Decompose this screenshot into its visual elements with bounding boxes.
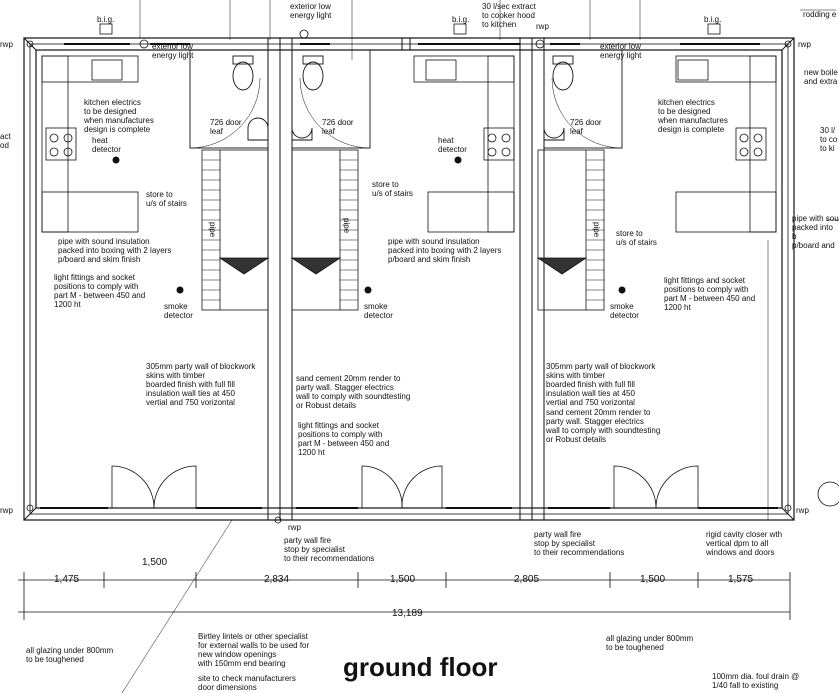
rwp-bottom-right: rwp	[796, 506, 809, 515]
pipe-note-3: pipe with sou packed into b p/board and	[792, 214, 839, 250]
store-label-2: store to u/s of stairs	[372, 180, 413, 198]
dimension-3: 2,834	[264, 574, 290, 585]
kitchen-units	[41, 55, 777, 233]
rodding-label: rodding e	[803, 10, 837, 19]
cavity-closer-note: rigid cavity closer wth vertical dpm to …	[706, 530, 783, 557]
stairs	[201, 149, 605, 311]
french-doors	[111, 465, 699, 509]
kitchen-electrics-2: kitchen electrics to be designed when ma…	[658, 98, 728, 134]
rwp-bottom-left: rwp	[0, 506, 13, 515]
pipe-vert-label-2: pipe	[342, 218, 351, 234]
wc-rooms	[189, 49, 623, 149]
fire-stop-note-2: party wall fire stop by specialist to th…	[534, 530, 625, 557]
pipe-note-2: pipe with sound insulation packed into b…	[388, 237, 502, 264]
smoke-detector-1: smoke detector	[164, 302, 193, 320]
exterior-lights	[26, 23, 839, 524]
ext-light-label-1: exterior low energy light	[290, 2, 332, 20]
smoke-detector-2: smoke detector	[364, 302, 393, 320]
big-label-2: b.i.g.	[452, 15, 470, 24]
foul-drain-note: 100mm dia. foul drain @ 1/40 fall to exi…	[712, 672, 800, 690]
drawing-title: ground floor	[343, 652, 498, 682]
door-726-label-3: 726 door leaf	[570, 118, 602, 136]
fire-stop-note-1: party wall fire stop by specialist to th…	[284, 536, 375, 563]
light-fittings-2: light fittings and socket positions to c…	[664, 276, 756, 312]
glazing-note-2: all glazing under 800mm to be toughened	[606, 634, 694, 652]
light-fittings-3: light fittings and socket positions to c…	[298, 421, 390, 457]
big-label-3: b.i.g.	[704, 15, 722, 24]
glazing-note-1: all glazing under 800mm to be toughened	[26, 646, 114, 664]
ext-light-label-3: exterior low energy light	[600, 42, 642, 60]
dimension-1: 1,475	[54, 574, 80, 585]
ext-light-label-2: exterior low energy light	[152, 42, 194, 60]
dimension-2: 1,500	[142, 557, 168, 568]
pipe-note-1: pipe with sound insulation packed into b…	[58, 237, 172, 264]
lintel-note: Birtley lintels or other specialist for …	[198, 632, 310, 668]
dimension-lines	[18, 572, 791, 620]
hob-rings	[49, 133, 763, 157]
pipe-vert-label-1: pipe	[208, 222, 217, 238]
leader-lines	[121, 0, 839, 693]
door-726-label-1: 726 door leaf	[210, 118, 242, 136]
dimension-5: 2,805	[514, 574, 540, 585]
big-label-1: b.i.g.	[97, 15, 115, 24]
light-fittings-1: light fittings and socket positions to c…	[54, 273, 146, 309]
detectors	[112, 156, 626, 294]
pipe-vert-label-3: pipe	[592, 222, 601, 238]
extract-left-label: act od	[0, 132, 11, 150]
door-726-label-2: 726 door leaf	[322, 118, 354, 136]
extract-right-label: 30 l/ to co to ki	[820, 126, 838, 153]
rwp-bottom-label: rwp	[288, 523, 301, 532]
store-label-3: store to u/s of stairs	[616, 229, 657, 247]
render-note-1: sand cement 20mm render to party wall. S…	[296, 374, 411, 410]
rwp-top-mid: rwp	[536, 22, 549, 31]
dimension-6: 1,500	[640, 574, 666, 585]
party-wall-note-2: 305mm party wall of blockwork skins with…	[546, 362, 656, 407]
stair-treads	[202, 159, 604, 301]
kitchen-electrics-1: kitchen electrics to be designed when ma…	[84, 98, 154, 134]
dimension-7: 1,575	[728, 574, 754, 585]
new-boiler-label: new boile and extra	[804, 68, 838, 86]
dimension-4: 1,500	[390, 574, 416, 585]
render-note-2: sand cement 20mm render to party wall. S…	[546, 408, 661, 444]
extract-top-label: 30 l/sec extract to cooker hood to kitch…	[482, 2, 536, 29]
heat-detector-1: heat detector	[92, 136, 121, 154]
heat-detector-2: heat detector	[438, 136, 467, 154]
party-wall-note-1: 305mm party wall of blockwork skins with…	[146, 362, 256, 407]
store-label-1: store to u/s of stairs	[146, 190, 187, 208]
dimension-total: 13,189	[392, 608, 423, 619]
rwp-top-left: rwp	[0, 40, 13, 49]
site-check-note: site to check manufacturers door dimensi…	[198, 674, 296, 692]
smoke-detector-3: smoke detector	[610, 302, 639, 320]
rwp-top-right: rwp	[798, 40, 811, 49]
